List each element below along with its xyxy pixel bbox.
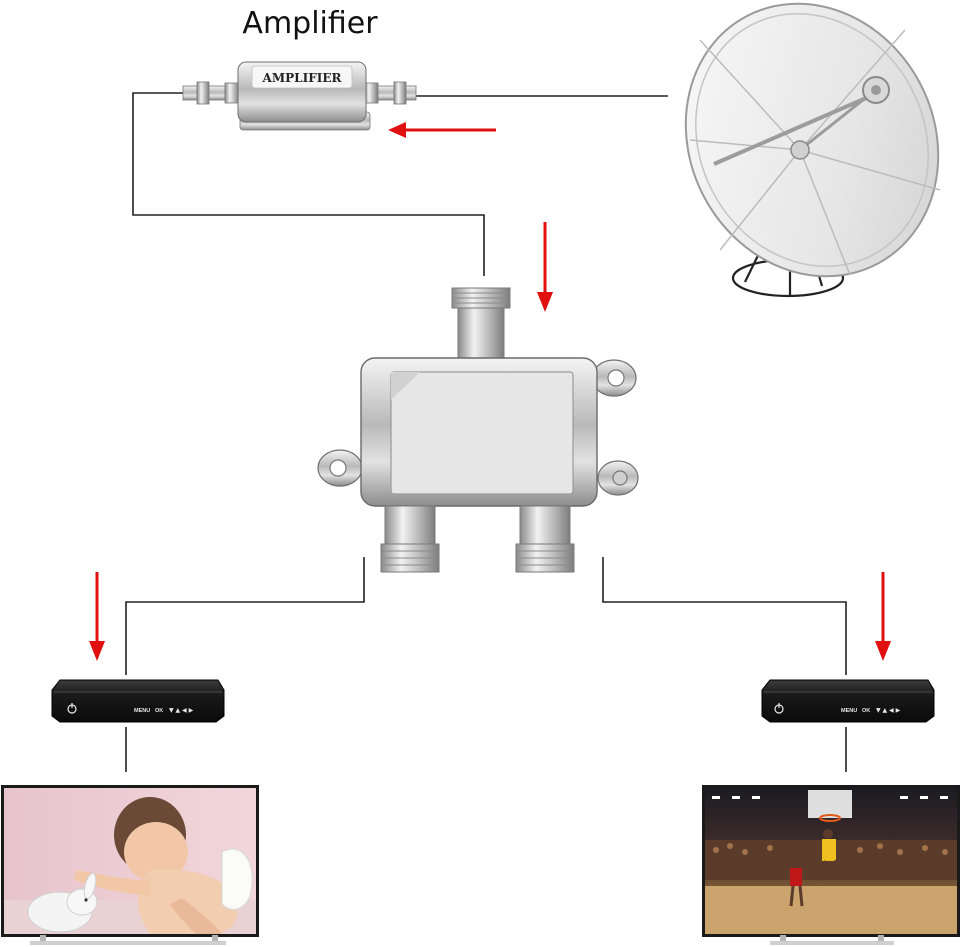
arrow-down-icon [89, 572, 105, 661]
receiver-right-menu-label: MENU [841, 708, 857, 714]
signal-arrows [89, 122, 891, 661]
receiver-left-ok-label: OK [155, 708, 163, 714]
receiver-left [51, 679, 225, 723]
cables [125, 92, 847, 772]
receiver-right [761, 679, 935, 723]
amplifier-label: AMPLIFIER [262, 71, 343, 85]
satellite-dish-icon [684, 2, 941, 298]
cable-splitter-to-left-receiver [125, 557, 365, 675]
cable-splitter-to-right-receiver [602, 557, 847, 675]
arrow-down-icon [875, 572, 891, 661]
amplifier-title: Amplifier [242, 6, 378, 41]
tv-left [1, 785, 259, 945]
tv-right-screen-image [705, 790, 957, 934]
arrow-left-icon [388, 122, 496, 138]
arrow-down-icon [537, 222, 553, 312]
receiver-left-menu-label: MENU [134, 708, 150, 714]
receiver-right-ok-label: OK [862, 708, 870, 714]
bunny-icon [27, 872, 98, 933]
cable-amplifier-to-splitter [132, 92, 485, 276]
amplifier-device [182, 61, 417, 131]
tv-right [702, 785, 960, 945]
receiver-left-nav-buttons: ▼ ▲ ◀ ▶ [169, 707, 194, 714]
receiver-right-nav-buttons: ▼ ▲ ◀ ▶ [876, 707, 901, 714]
splitter-device [317, 287, 639, 573]
tv-left-screen-image [74, 797, 253, 934]
